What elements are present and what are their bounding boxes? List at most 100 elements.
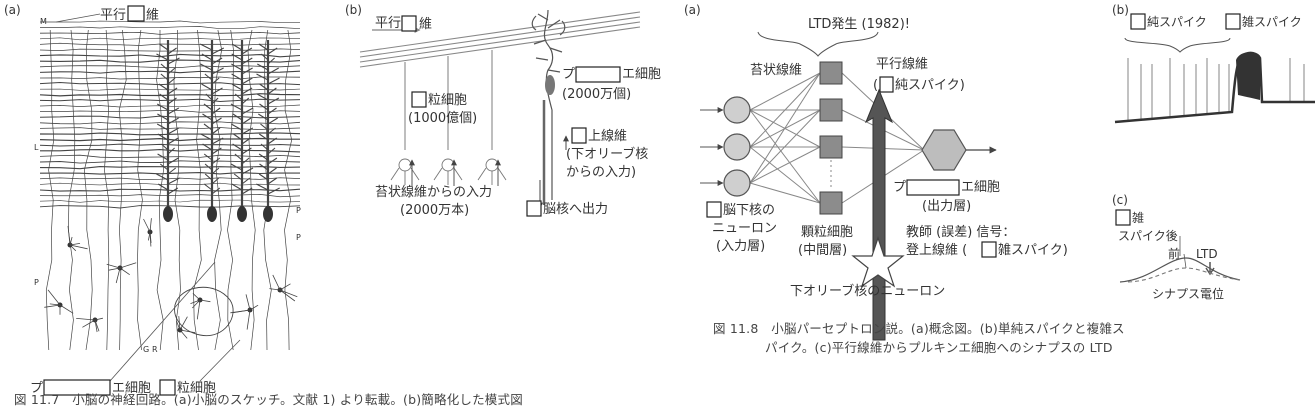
sketch-parallel-fiber xyxy=(39,205,301,209)
sketch-purkinje-soma xyxy=(163,206,173,222)
sketch-parallel-fiber xyxy=(39,137,300,142)
sketch-cell-process xyxy=(67,225,71,246)
sketch-cell-process xyxy=(192,299,201,309)
granule-cell-stalks xyxy=(404,50,493,150)
sketch-cell-process xyxy=(245,294,251,311)
sketch-purkinje-branch xyxy=(256,183,280,195)
sketch-cell-process xyxy=(108,267,121,271)
sketch-purkinje-branch xyxy=(258,153,278,165)
sketch-purkinje-branch xyxy=(205,93,219,105)
sketch-cell-process xyxy=(230,309,251,314)
ltd-brace xyxy=(757,31,879,57)
sketch-letter-p3: P xyxy=(34,278,39,287)
sketch-cell-process xyxy=(279,283,291,291)
teacher-line2-prefix: 登上線維 ( xyxy=(906,242,967,258)
sketch-cell-process xyxy=(192,293,201,301)
sketch-purkinje-cells xyxy=(156,40,280,222)
after-spike-label: スパイク後 xyxy=(1118,229,1178,243)
network-edge xyxy=(749,146,821,184)
label-box xyxy=(401,15,417,32)
purkinje-suffix-118: エ細胞 xyxy=(961,180,1000,195)
before-label: 前 xyxy=(1168,246,1180,261)
cerebellum-sketch xyxy=(39,20,301,351)
input-neuron xyxy=(723,133,751,161)
sketch-letter-p2: P xyxy=(296,233,301,242)
b-climbing-suffix: 上線維 xyxy=(588,128,627,144)
sketch-purkinje-branch xyxy=(258,133,278,145)
spike-trace xyxy=(1114,51,1315,124)
sketch-purkinje-branch xyxy=(231,83,253,95)
purkinje-prefix-118: プ xyxy=(893,180,906,195)
sketch-granule-cells xyxy=(44,218,298,339)
network-edge xyxy=(749,109,821,184)
sketch-purkinje-branch xyxy=(159,163,177,175)
granule-units xyxy=(819,61,843,215)
panel-label-117a: (a) xyxy=(4,3,21,17)
sketch-purkinje-branch xyxy=(232,113,252,125)
middle-layer: (中間層) xyxy=(798,243,847,258)
network-edge xyxy=(749,72,821,111)
sketch-purkinje-branch xyxy=(201,83,223,95)
label-box xyxy=(906,179,960,196)
sketch-parallel-fiber xyxy=(39,166,301,170)
simple-spike-title: 純スパイク xyxy=(1147,15,1207,29)
sketch-purkinje-branch xyxy=(260,143,276,155)
sketch-cell-process xyxy=(190,299,201,304)
sketch-purkinje-branch xyxy=(157,183,179,195)
sketch-cell-process xyxy=(94,317,103,321)
b-mossy-count: (2000万本) xyxy=(400,203,469,218)
parallel-fiber-bundle xyxy=(359,11,641,68)
sketch-cell-process xyxy=(279,289,296,302)
sketch-parallel-fiber xyxy=(39,115,301,119)
sketch-purkinje-branch xyxy=(259,83,277,95)
input-arrows xyxy=(700,107,724,186)
sketch-purkinje-branch xyxy=(258,113,278,125)
b-granule-count: (1000億個) xyxy=(408,110,477,126)
sketch-letter-p: P xyxy=(296,206,301,215)
network-edge xyxy=(749,109,821,204)
sketch-cell-process xyxy=(47,289,61,306)
sketch-parallel-fiber xyxy=(39,132,301,136)
sketch-purkinje-branch xyxy=(157,113,179,125)
caption-117: 図 11.7 小脳の神経回路。(a)小脳のスケッチ。文献 1) より転載。(b)… xyxy=(14,392,523,407)
sketch-parallel-fiber xyxy=(39,172,301,175)
sketch-purkinje-soma xyxy=(207,206,217,222)
sketch-vertical-fiber xyxy=(213,29,223,351)
label-box xyxy=(526,200,542,217)
sketch-parallel-fiber xyxy=(39,194,301,198)
sketch-cell-process xyxy=(179,316,188,331)
network-edge xyxy=(749,72,821,184)
sketch-cell-process xyxy=(115,267,121,284)
sketch-vertical-fiber xyxy=(284,29,293,351)
sketch-purkinje-branch xyxy=(200,133,224,145)
sketch-parallel-fiber xyxy=(39,121,301,125)
sketch-parallel-fiber xyxy=(39,199,301,203)
a-purkinje-prefix: プ xyxy=(30,381,43,396)
granule-unit xyxy=(819,191,843,215)
olive-neuron-star xyxy=(851,236,905,288)
sketch-purkinje-branch xyxy=(158,83,178,95)
granule-unit xyxy=(819,135,843,159)
paren-open: ( xyxy=(873,78,878,93)
sketch-purkinje-branch xyxy=(156,173,180,185)
sketch-cell-process xyxy=(196,299,201,320)
label-box xyxy=(575,66,621,83)
a-granule-suffix: 粒細胞 xyxy=(177,381,216,396)
label-box xyxy=(159,379,176,396)
network-edge xyxy=(749,146,821,204)
sketch-purkinje-branch xyxy=(230,123,254,135)
sketch-cell-process xyxy=(119,267,130,276)
a-parallel-suffix: 維 xyxy=(146,8,159,23)
label-box xyxy=(571,127,587,144)
sketch-purkinje-branch xyxy=(204,73,220,85)
sketch-purkinje-branch xyxy=(230,103,254,115)
sketch-purkinje-branch xyxy=(233,133,251,145)
sketch-purkinje-branch xyxy=(203,103,221,115)
sketch-vertical-fiber xyxy=(137,29,143,351)
b-purkinje-prefix: プ xyxy=(562,67,575,82)
sketch-purkinje-branch xyxy=(200,63,224,75)
sketch-purkinje-branch xyxy=(231,43,253,55)
output-layer: (出力層) xyxy=(922,199,971,214)
label-box xyxy=(1130,13,1146,30)
